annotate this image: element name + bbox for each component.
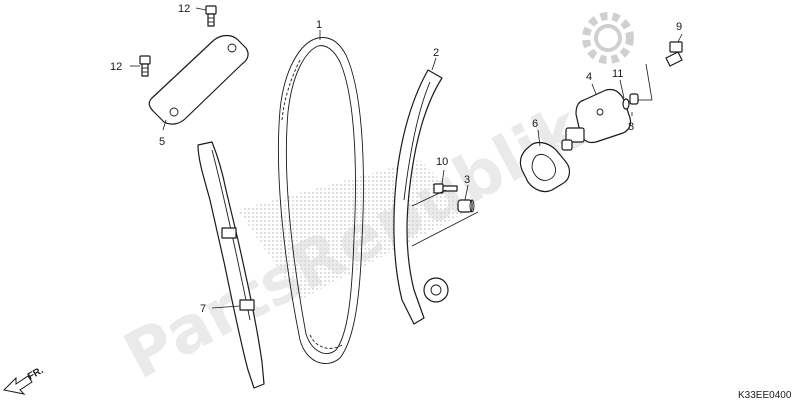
- callout-1: 1: [316, 19, 322, 31]
- part-4-tensioner-lifter: [561, 88, 632, 151]
- part-8-bolt: [629, 93, 639, 105]
- front-direction-arrow-icon: [2, 375, 33, 395]
- part-3-collar: [457, 199, 475, 213]
- callout-7: 7: [200, 303, 206, 315]
- part-11-washer: [622, 98, 630, 110]
- part-7-chain-guide: [197, 141, 265, 389]
- watermark-gear-icon: [582, 12, 634, 64]
- callout-10: 10: [436, 156, 448, 168]
- part-12-bolt-left: [139, 55, 151, 77]
- part-10-bolt: [433, 183, 458, 194]
- drawing-code: K33EE0400: [738, 390, 792, 401]
- callout-12-top: 12: [178, 3, 190, 15]
- part-9-bolt: [665, 41, 683, 67]
- part-1-cam-chain: [277, 37, 364, 364]
- callout-9: 9: [676, 21, 682, 33]
- callout-6: 6: [532, 118, 538, 130]
- part-12-bolt-top: [205, 5, 217, 27]
- part-5-guide-plate: [148, 34, 249, 125]
- callout-12-left: 12: [110, 61, 122, 73]
- callout-11: 11: [612, 68, 623, 80]
- front-indicator-label: FR.: [26, 365, 46, 383]
- callout-3: 3: [464, 174, 470, 186]
- part-2-tensioner-slipper: [393, 69, 449, 325]
- callout-5: 5: [159, 136, 165, 148]
- callout-4: 4: [586, 71, 592, 83]
- leader-lines: [130, 7, 683, 309]
- callout-2: 2: [433, 47, 439, 59]
- part-6-gasket: [519, 141, 571, 193]
- callout-8: 8: [628, 121, 634, 133]
